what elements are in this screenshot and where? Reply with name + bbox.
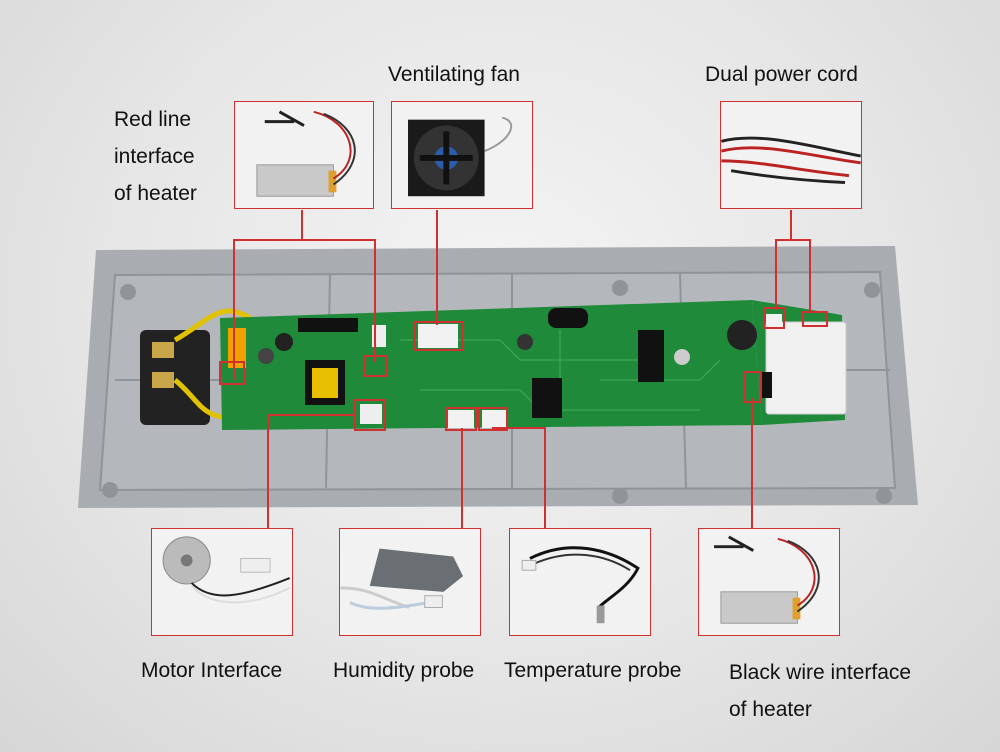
motor-thumbnail (151, 528, 293, 636)
power-socket (140, 330, 210, 425)
relay-block (765, 321, 847, 415)
capacitor (548, 308, 588, 328)
power-cord-icon (721, 136, 861, 184)
label-dual-power-cord: Dual power cord (705, 63, 858, 86)
label-humidity-probe: Humidity probe (333, 659, 475, 682)
label-temperature-probe: Temperature probe (504, 659, 682, 682)
heater-red-wire-thumbnail (234, 101, 374, 209)
dual-power-cord-thumbnail (720, 101, 862, 209)
fan-icon (408, 116, 513, 197)
temperature-probe-icon (521, 546, 640, 624)
motor-icon (162, 536, 291, 604)
label-black-wire-interface: Black wire interface of heater (729, 661, 912, 721)
heater-black-wire-thumbnail (698, 528, 840, 636)
temperature-probe-thumbnail (509, 528, 651, 636)
heater-plate-icon (714, 535, 820, 624)
humidity-probe-icon (340, 548, 463, 610)
ventilating-fan-thumbnail (391, 101, 533, 209)
label-red-line-interface: Red line interface of heater (114, 108, 197, 205)
label-ventilating-fan: Ventilating fan (388, 63, 520, 86)
humidity-probe-thumbnail (339, 528, 481, 636)
heater-plate-icon (256, 110, 356, 197)
buzzer (727, 320, 757, 350)
yellow-relay (228, 328, 246, 368)
label-motor-interface: Motor Interface (141, 659, 283, 682)
